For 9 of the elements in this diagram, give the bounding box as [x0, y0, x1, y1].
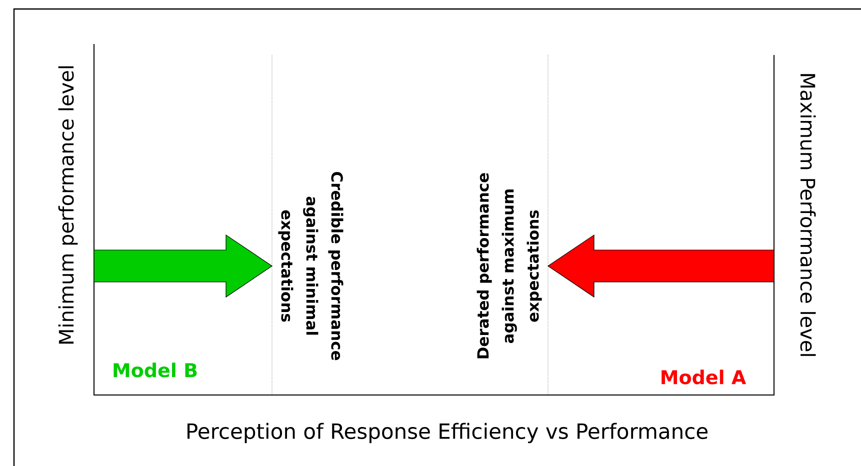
caption: Perception of Response Efficiency vs Performance [188, 422, 708, 444]
rotated-text: Derated performance against maximum expectations [476, 173, 542, 358]
model-label: Model B [114, 362, 197, 378]
block-arrow [547, 234, 774, 298]
axis-label: Minimum performance level [58, 66, 78, 344]
axis-label: Maximum Performance level [800, 74, 816, 356]
rotated-text: Credible performance against minimal expectations [278, 172, 344, 360]
block-arrow [94, 234, 273, 298]
model-label: Model A [662, 370, 746, 384]
